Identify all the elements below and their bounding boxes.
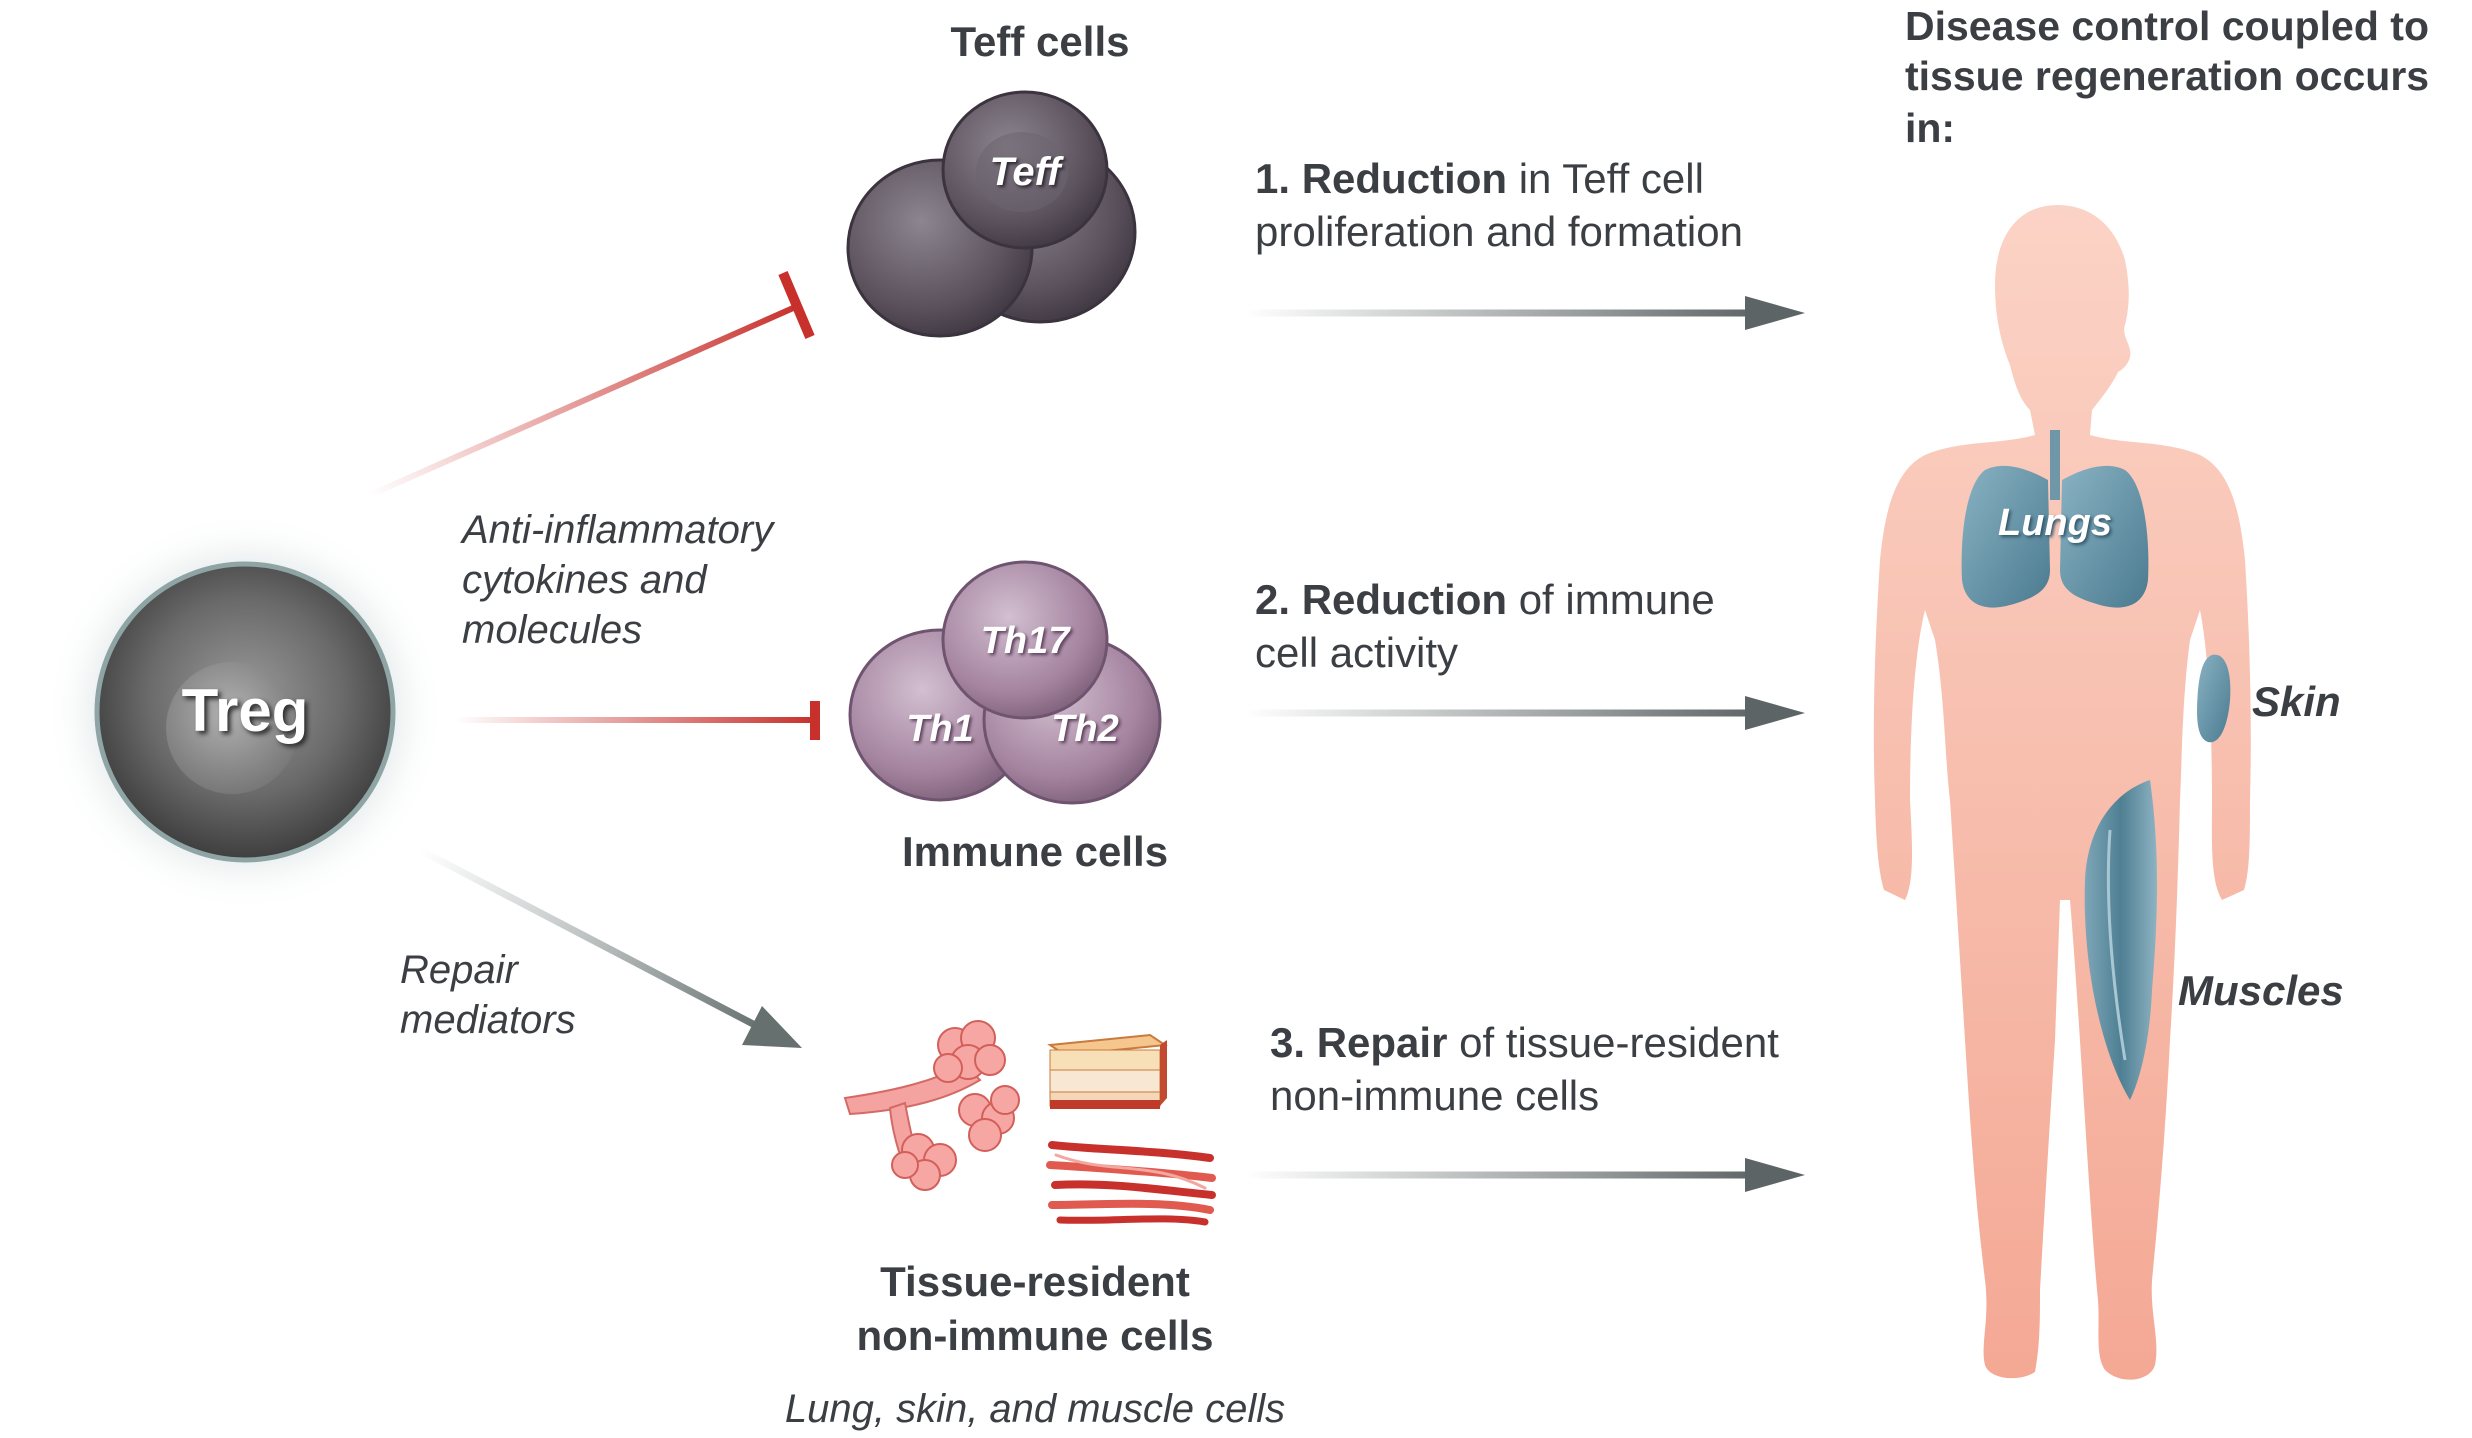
outcome-heading-line3: in:	[1905, 105, 1956, 151]
repair-arrow	[418, 846, 802, 1048]
outcome-arrow-3	[1245, 1158, 1805, 1192]
teff-cell-label: Teff	[989, 150, 1061, 194]
repair-mediators-line1: Repair	[400, 948, 518, 992]
step-1-line2: proliferation and formation	[1255, 208, 1743, 255]
outcome-heading-line2: tissue regeneration occurs	[1905, 53, 2430, 99]
cytokines-label-line1: Anti-inflammatory	[462, 508, 774, 552]
lung-alveoli-illustration	[843, 1020, 1020, 1191]
inhibition-arrow-teff	[368, 271, 815, 498]
immune-cells-title: Immune cells	[901, 828, 1169, 875]
step-3-rest: of tissue-resident	[1447, 1019, 1779, 1066]
lungs-illustration	[1961, 430, 2149, 608]
muscles-label: Muscles	[2178, 967, 2344, 1014]
step-2-bold: 2. Reduction	[1255, 576, 1508, 623]
step-2-line1: 2. Reduction of immune	[1255, 573, 1715, 626]
step-3-line2: non-immune cells	[1270, 1072, 1600, 1119]
outcome-arrow-1	[1245, 296, 1805, 330]
th17-label: Th17	[980, 620, 1070, 662]
step-1-bold: 1. Reduction	[1255, 155, 1508, 202]
step-1-line1: 1. Reduction in Teff cell	[1255, 152, 1704, 205]
step-3-bold: 3. Repair	[1270, 1019, 1448, 1066]
human-body-silhouette	[1873, 205, 2251, 1380]
skin-block-illustration	[1047, 1033, 1168, 1109]
lungs-label: Lungs	[1998, 502, 2112, 544]
teff-cells-title: Teff cells	[950, 18, 1130, 65]
treg-label: Treg	[181, 677, 309, 744]
step-1-rest: in Teff cell	[1507, 155, 1704, 202]
teff-cell-cluster	[846, 90, 1137, 338]
cytokines-label-line2: cytokines and	[462, 558, 707, 602]
th2-label: Th2	[1051, 708, 1119, 750]
tissue-cells-title-line2: non-immune cells	[856, 1312, 1214, 1359]
tissue-cells-subtitle: Lung, skin, and muscle cells	[784, 1387, 1286, 1431]
step-3-line1: 3. Repair of tissue-resident	[1270, 1016, 1779, 1069]
th1-label: Th1	[906, 708, 974, 750]
step-2-line2: cell activity	[1255, 629, 1459, 676]
repair-mediators-line2: mediators	[400, 998, 576, 1042]
inhibition-arrow-immune	[455, 701, 820, 740]
tissue-cells-title-line1: Tissue-resident	[880, 1258, 1190, 1305]
outcome-arrow-2	[1245, 696, 1805, 730]
skin-patch-illustration	[2197, 654, 2231, 743]
step-2-rest: of immune	[1507, 576, 1715, 623]
muscle-fibers-illustration	[1046, 1141, 1216, 1226]
muscle-illustration	[2084, 780, 2157, 1100]
immune-cell-cluster	[848, 560, 1162, 805]
treg-cell	[45, 512, 445, 912]
outcome-heading-line1: Disease control coupled to	[1905, 3, 2429, 49]
cytokines-label-line3: molecules	[462, 608, 643, 652]
skin-label: Skin	[2252, 678, 2341, 725]
